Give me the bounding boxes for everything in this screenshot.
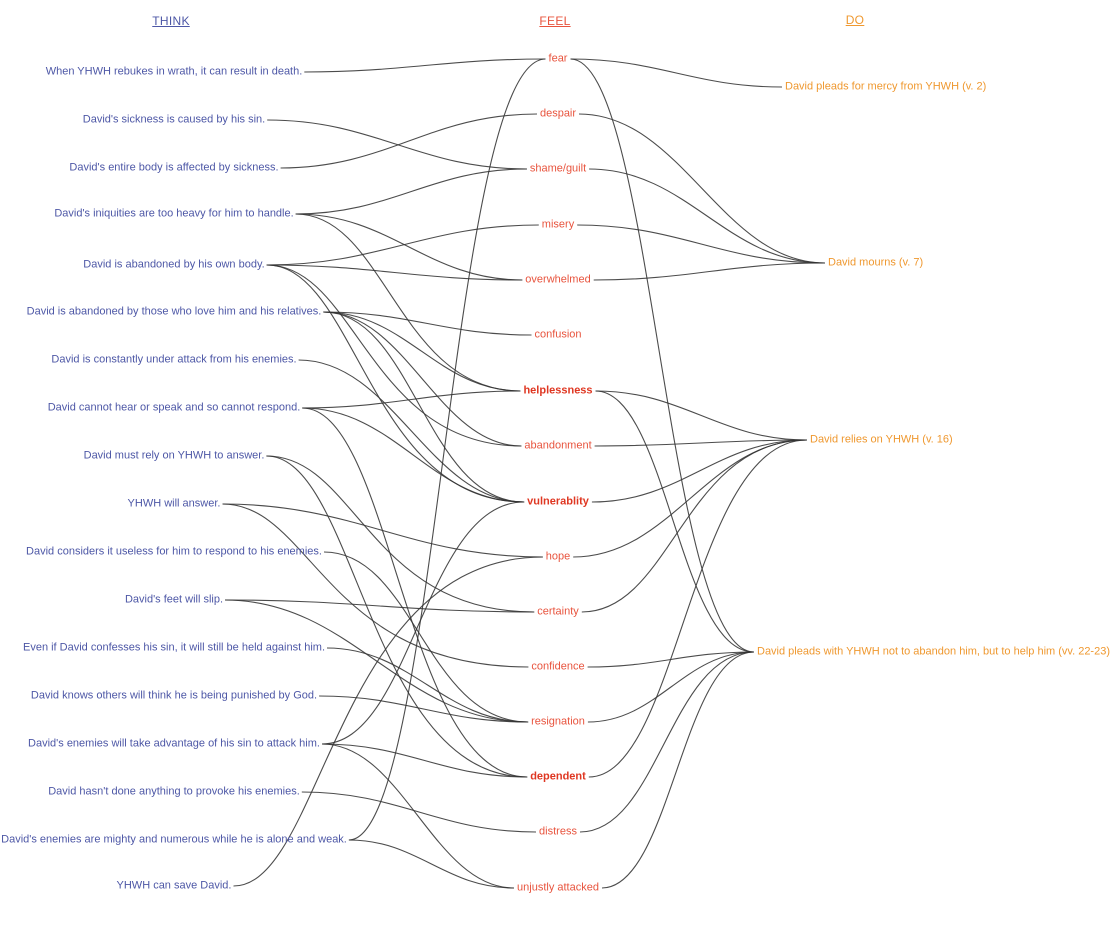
- edge-overwhelmed-mourns: [593, 262, 826, 281]
- edge-t15-unjustly: [321, 743, 515, 889]
- edge-t11-resignation: [323, 551, 529, 723]
- edge-t9-certainty: [266, 455, 535, 613]
- feel-node-despair[interactable]: despair: [539, 107, 577, 120]
- edge-unjustly-pleads: [601, 651, 755, 889]
- edge-t12-resignation: [224, 599, 529, 723]
- column-header-think: THINK: [152, 14, 190, 28]
- feel-node-helplessness[interactable]: helplessness: [523, 384, 593, 397]
- think-node-t18[interactable]: YHWH can save David.: [116, 879, 232, 892]
- think-node-t1[interactable]: When YHWH rebukes in wrath, it can resul…: [45, 65, 303, 78]
- edge-t17-unjustly: [348, 839, 515, 889]
- edge-t6-confusion: [323, 311, 532, 336]
- feel-node-confusion[interactable]: confusion: [534, 328, 582, 341]
- edge-t4-helplessness: [295, 213, 521, 392]
- edge-helplessness-pleads: [595, 390, 755, 653]
- edge-t3-despair: [280, 113, 538, 169]
- edge-t9-dependent: [266, 455, 528, 778]
- think-node-t5[interactable]: David is abandoned by his own body.: [83, 258, 265, 271]
- do-node-pleads[interactable]: David pleads with YHWH not to abandon hi…: [757, 645, 1110, 658]
- edge-shame-mourns: [589, 168, 826, 264]
- feel-node-distress[interactable]: distress: [539, 825, 577, 838]
- feel-node-certainty[interactable]: certainty: [537, 605, 579, 618]
- edge-t5-vulnerablity: [266, 264, 525, 503]
- feel-node-fear[interactable]: fear: [548, 52, 568, 65]
- think-node-t2[interactable]: David's sickness is caused by his sin.: [82, 113, 266, 126]
- edge-t15-dependent: [321, 743, 528, 778]
- do-node-mourns[interactable]: David mourns (v. 7): [828, 256, 924, 269]
- feel-node-confidence[interactable]: confidence: [531, 660, 585, 673]
- edge-t4-overwhelmed: [295, 213, 523, 281]
- think-node-t12[interactable]: David's feet will slip.: [124, 593, 224, 606]
- edge-hope-relies: [573, 439, 808, 558]
- edge-t5-overwhelmed: [266, 264, 523, 281]
- edge-misery-mourns: [577, 224, 826, 264]
- think-node-t6[interactable]: David is abandoned by those who love him…: [26, 305, 322, 318]
- think-node-t9[interactable]: David must rely on YHWH to answer.: [83, 449, 265, 462]
- edge-dependent-relies: [588, 439, 808, 778]
- do-node-mercy[interactable]: David pleads for mercy from YHWH (v. 2): [785, 80, 987, 93]
- edge-t16-distress: [301, 791, 537, 833]
- edge-t8-helplessness: [302, 390, 521, 409]
- column-header-do: DO: [845, 13, 865, 27]
- feel-node-abandonment[interactable]: abandonment: [524, 439, 592, 452]
- edge-t7-vulnerablity: [298, 359, 525, 503]
- edge-fear-pleads: [570, 58, 755, 653]
- edge-distress-pleads: [579, 651, 755, 833]
- edge-t5-abandonment: [266, 264, 522, 447]
- edge-t6-abandonment: [323, 311, 522, 447]
- feel-node-resignation[interactable]: resignation: [531, 715, 585, 728]
- feel-node-hope[interactable]: hope: [545, 550, 571, 563]
- feel-node-overwhelmed[interactable]: overwhelmed: [525, 273, 591, 286]
- edge-vulnerablity-relies: [591, 439, 808, 503]
- think-node-t7[interactable]: David is constantly under attack from hi…: [51, 353, 297, 366]
- edge-t10-confidence: [222, 503, 529, 668]
- edge-abandonment-relies: [594, 439, 808, 447]
- edge-t6-vulnerablity: [323, 311, 525, 503]
- edge-t6-helplessness: [323, 311, 521, 392]
- think-node-t4[interactable]: David's iniquities are too heavy for him…: [54, 207, 294, 220]
- edge-t13-resignation: [326, 647, 529, 723]
- edge-t10-hope: [222, 503, 543, 558]
- edge-t8-vulnerablity: [302, 407, 525, 503]
- edge-t17-fear: [348, 58, 546, 841]
- think-node-t16[interactable]: David hasn't done anything to provoke hi…: [48, 785, 300, 798]
- edge-resignation-pleads: [587, 651, 755, 723]
- feel-node-misery[interactable]: misery: [541, 218, 575, 231]
- think-node-t8[interactable]: David cannot hear or speak and so cannot…: [47, 401, 301, 414]
- edge-fear-mercy: [570, 58, 783, 88]
- edge-t4-shame: [295, 168, 527, 215]
- edge-t18-hope: [233, 556, 543, 887]
- edge-helplessness-relies: [595, 390, 808, 441]
- edge-t15-vulnerablity: [321, 501, 525, 745]
- edge-certainty-relies: [581, 439, 808, 613]
- edge-t8-dependent: [302, 407, 528, 778]
- think-node-t15[interactable]: David's enemies will take advantage of h…: [28, 737, 320, 750]
- do-node-relies[interactable]: David relies on YHWH (v. 16): [810, 433, 953, 446]
- feel-node-dependent[interactable]: dependent: [530, 770, 586, 783]
- think-node-t13[interactable]: Even if David confesses his sin, it will…: [22, 641, 326, 654]
- feel-node-shame[interactable]: shame/guilt: [529, 162, 587, 175]
- think-node-t17[interactable]: David's enemies are mighty and numerous …: [1, 833, 347, 846]
- edge-t2-shame: [267, 119, 527, 170]
- edge-t12-certainty: [224, 599, 535, 613]
- think-node-t3[interactable]: David's entire body is affected by sickn…: [69, 161, 279, 174]
- think-node-t14[interactable]: David knows others will think he is bein…: [30, 689, 318, 702]
- think-node-t10[interactable]: YHWH will answer.: [127, 497, 221, 510]
- edge-t5-misery: [266, 224, 539, 266]
- think-node-t11[interactable]: David considers it useless for him to re…: [26, 545, 322, 558]
- feel-node-vulnerablity[interactable]: vulnerablity: [527, 495, 589, 508]
- edge-t14-resignation: [319, 695, 529, 723]
- edge-t1-fear: [304, 58, 546, 73]
- column-header-feel: FEEL: [539, 14, 571, 28]
- feel-node-unjustly[interactable]: unjustly attacked: [517, 881, 599, 894]
- edge-despair-mourns: [578, 113, 826, 264]
